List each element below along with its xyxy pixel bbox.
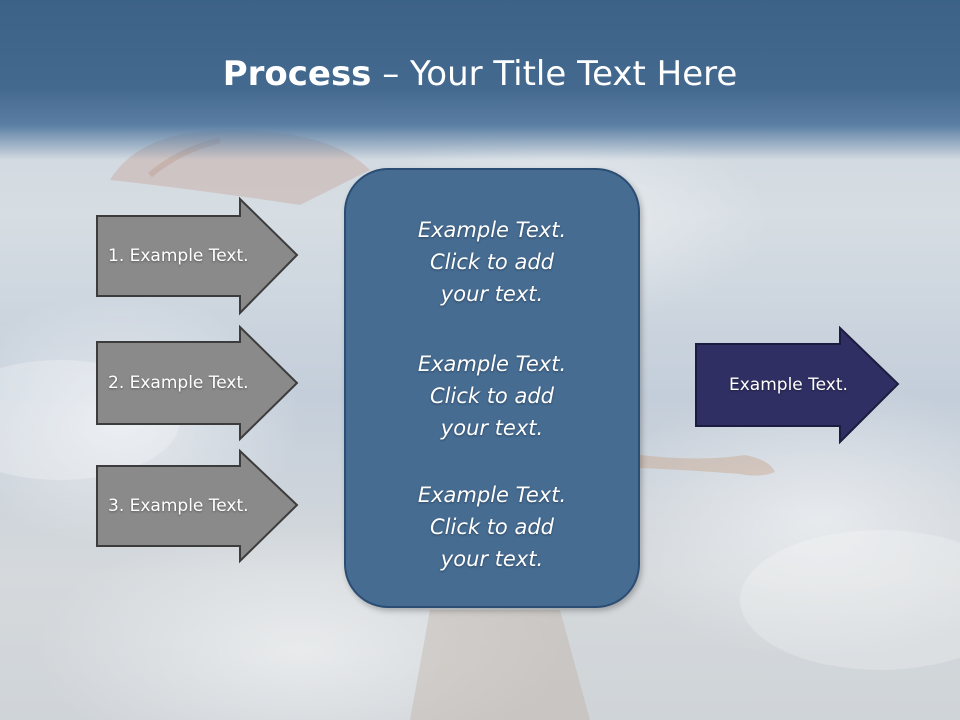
center-line: Example Text.: [417, 483, 567, 507]
center-text-block-1: Example Text. Click to add your text.: [346, 214, 638, 310]
output-arrow[interactable]: Example Text.: [695, 325, 900, 445]
center-line: your text.: [440, 547, 544, 571]
center-line: Click to add: [429, 250, 554, 274]
arrow-shape: [96, 324, 299, 442]
input-arrow-3-label: 3. Example Text.: [108, 496, 249, 516]
center-process-box[interactable]: Example Text. Click to add your text. Ex…: [344, 168, 640, 608]
center-line: your text.: [440, 282, 544, 306]
arrow-shape: [96, 196, 299, 316]
center-text-block-3: Example Text. Click to add your text.: [346, 479, 638, 575]
input-arrow-2[interactable]: 2. Example Text.: [96, 324, 299, 442]
input-arrow-2-label: 2. Example Text.: [108, 373, 249, 393]
arrow-shape: [96, 448, 299, 564]
input-arrow-1-label: 1. Example Text.: [108, 246, 249, 266]
dress-shape: [410, 610, 590, 720]
center-line: Click to add: [429, 515, 554, 539]
input-arrow-1[interactable]: 1. Example Text.: [96, 196, 299, 316]
input-arrow-3[interactable]: 3. Example Text.: [96, 448, 299, 564]
arrow-shape: [695, 325, 900, 445]
arm-shape: [640, 455, 775, 476]
header-band: [0, 0, 960, 160]
center-line: Click to add: [429, 384, 554, 408]
center-line: Example Text.: [417, 218, 567, 242]
output-arrow-label: Example Text.: [729, 375, 848, 395]
center-line: your text.: [440, 416, 544, 440]
title-rest: – Your Title Text Here: [371, 54, 738, 94]
title-strong: Process: [222, 54, 372, 94]
slide-title: Process – Your Title Text Here: [0, 52, 960, 96]
center-line: Example Text.: [417, 352, 567, 376]
center-text-block-2: Example Text. Click to add your text.: [346, 348, 638, 444]
